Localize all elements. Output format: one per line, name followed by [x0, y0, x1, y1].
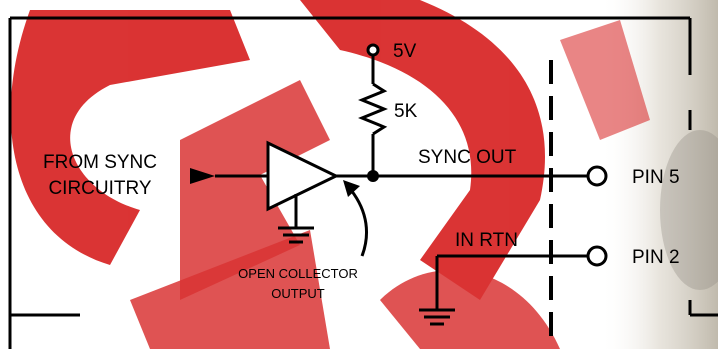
buffer-amplifier — [266, 140, 340, 212]
label-output: OUTPUT — [271, 286, 325, 301]
background-photo-object — [660, 130, 718, 290]
pointer-curve — [349, 189, 368, 257]
rtn-ground-icon — [419, 308, 455, 326]
resistor-5k — [358, 82, 388, 136]
label-in-rtn: IN RTN — [455, 230, 518, 251]
label-pin5: PIN 5 — [632, 167, 680, 188]
label-5k: 5K — [394, 101, 418, 122]
label-5v: 5V — [393, 41, 417, 62]
supply-terminal — [366, 43, 380, 57]
watermark-logo — [10, 0, 650, 349]
pin2-connector — [586, 245, 608, 267]
input-arrow — [190, 168, 215, 184]
label-circuitry: CIRCUITRY — [48, 178, 151, 199]
pointer-arrow-icon — [343, 180, 360, 197]
label-sync-out: SYNC OUT — [418, 147, 517, 168]
label-pin2: PIN 2 — [632, 247, 680, 268]
label-from-sync: FROM SYNC — [43, 152, 157, 173]
frame — [8, 16, 718, 349]
label-open-collector: OPEN COLLECTOR — [238, 266, 358, 281]
buffer-ground-icon — [278, 194, 314, 244]
pin5-connector — [586, 165, 608, 187]
junction-dot — [367, 170, 379, 182]
